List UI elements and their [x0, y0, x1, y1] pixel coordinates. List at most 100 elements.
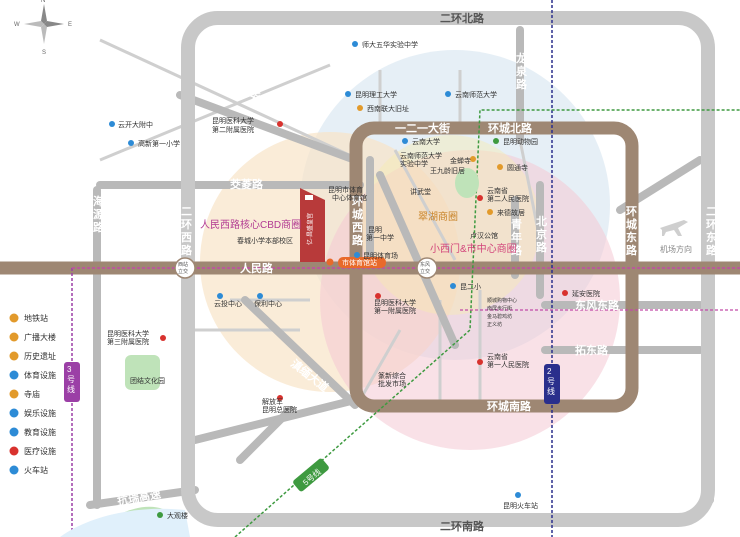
svg-text:路: 路	[706, 243, 718, 257]
svg-text:昆明理工大学: 昆明理工大学	[355, 90, 397, 99]
svg-text:批发市场: 批发市场	[378, 379, 406, 388]
svg-text:金蝉寺: 金蝉寺	[450, 156, 471, 165]
svg-text:昆明医科大学: 昆明医科大学	[212, 116, 254, 125]
svg-text:保利中心: 保利中心	[254, 299, 282, 308]
svg-text:金马碧鸡坊: 金马碧鸡坊	[487, 313, 512, 320]
legend-label: 历史遗址	[24, 351, 56, 361]
historic-site-icon	[9, 351, 19, 361]
svg-text:第三附属医院: 第三附属医院	[107, 337, 149, 346]
cbd-district-label: 人民西路核心CBD商圈	[200, 218, 301, 231]
cuihu-district-label: 翠湖商圈	[418, 210, 458, 223]
legend-item: 地铁站	[9, 313, 48, 323]
svg-text:王九龄旧居: 王九龄旧居	[430, 166, 465, 175]
svg-text:西: 西	[181, 231, 192, 244]
svg-text:W: W	[14, 22, 20, 28]
svg-text:市体育馆站: 市体育馆站	[342, 258, 377, 267]
svg-text:昆明体育场: 昆明体育场	[363, 251, 398, 260]
svg-text:第一附属医院: 第一附属医院	[374, 306, 416, 315]
svg-text:云南师范大学: 云南师范大学	[400, 151, 442, 160]
metro-station-tag	[338, 257, 386, 268]
svg-text:路: 路	[352, 233, 364, 247]
svg-text:昆明医科大学: 昆明医科大学	[107, 329, 149, 338]
legend-label: 火车站	[24, 465, 48, 475]
entertainment-icon	[9, 408, 19, 418]
kunluo-highway	[86, 486, 199, 509]
dianmian-road	[241, 296, 359, 409]
metro-line-5	[234, 109, 740, 537]
svg-text:S: S	[42, 50, 46, 56]
svg-text:昆明医科大学: 昆明医科大学	[374, 298, 416, 307]
svg-text:第一人民医院: 第一人民医院	[487, 360, 529, 369]
svg-text:西站: 西站	[178, 261, 188, 268]
svg-text:号: 号	[547, 377, 555, 386]
dianmian-road-2	[236, 406, 294, 464]
svg-text:立交: 立交	[178, 268, 188, 275]
label-yierer: 一二一大街	[395, 121, 450, 135]
svg-text:云开大附中: 云开大附中	[118, 120, 153, 129]
svg-text:东: 东	[626, 230, 637, 244]
label-ring-west-1: 环	[352, 195, 363, 208]
svg-text:E: E	[68, 22, 72, 28]
svg-text:亿·昌盛皇宫: 亿·昌盛皇宫	[306, 213, 314, 245]
education-icon	[9, 427, 19, 437]
tuanjie-park	[125, 355, 160, 390]
svg-text:年: 年	[511, 230, 522, 244]
label-dongfeng-east: 东风东路	[575, 298, 620, 312]
svg-text:讲武堂: 讲武堂	[410, 187, 431, 196]
label-airport-dir: 机场方向	[660, 244, 692, 254]
svg-text:源: 源	[93, 207, 104, 221]
svg-text:师大五华实验中学: 师大五华实验中学	[362, 40, 418, 49]
svg-text:路: 路	[181, 243, 193, 257]
label-haiyuan-1: 海	[93, 194, 104, 208]
xxm-district-label: 小西门&市中心商圈	[430, 242, 517, 255]
svg-text:3: 3	[67, 365, 72, 374]
svg-text:顺城购物中心: 顺城购物中心	[487, 297, 517, 304]
label-renmin: 人民路	[240, 261, 274, 275]
legend-label: 寺庙	[24, 389, 40, 399]
svg-text:第二人民医院: 第二人民医院	[487, 194, 529, 203]
svg-text:东: 东	[706, 230, 717, 244]
svg-text:解放军: 解放军	[262, 397, 283, 406]
label-tuodong: 拓东路	[575, 343, 609, 357]
line5-badge	[293, 458, 329, 492]
airplane-icon	[660, 220, 688, 236]
label-ring-north: 环城北路	[488, 121, 533, 135]
svg-text:西: 西	[352, 221, 363, 234]
svg-text:大观楼: 大观楼	[167, 511, 188, 520]
legend-item: 医疗设施	[9, 446, 56, 456]
legend-item: 广播大楼	[9, 332, 56, 342]
svg-text:云南省: 云南省	[487, 186, 508, 195]
svg-text:立交: 立交	[420, 268, 430, 275]
svg-text:路: 路	[536, 240, 548, 254]
svg-text:云南师范大学: 云南师范大学	[455, 90, 497, 99]
compass-icon: N W E S	[14, 0, 72, 56]
svg-text:城: 城	[626, 217, 637, 231]
legend-label: 体育设施	[24, 370, 56, 380]
svg-text:圆通寺: 圆通寺	[507, 163, 528, 172]
svg-text:云南省: 云南省	[487, 352, 508, 361]
svg-text:环: 环	[181, 218, 192, 231]
svg-text:线: 线	[67, 384, 75, 394]
label-ring-south: 环城南路	[487, 399, 532, 413]
label-longquan-1: 龙	[515, 51, 527, 65]
legend-label: 教育设施	[24, 427, 56, 437]
legend-label: 娱乐设施	[24, 408, 56, 418]
svg-text:路: 路	[93, 220, 105, 234]
metro-station-dot	[326, 258, 334, 266]
svg-text:路: 路	[511, 243, 523, 257]
svg-text:云南大学: 云南大学	[412, 137, 440, 146]
svg-text:第二附属医院: 第二附属医院	[212, 125, 254, 134]
svg-text:昆明总医院: 昆明总医院	[262, 405, 297, 414]
project-building	[300, 188, 325, 262]
cuihu-lake	[455, 168, 479, 198]
svg-text:南屏步行街: 南屏步行街	[487, 305, 512, 312]
svg-text:云投中心: 云投中心	[214, 299, 242, 308]
temple-icon	[9, 389, 19, 399]
line3-badge	[64, 362, 80, 402]
legend-item: 火车站	[9, 465, 48, 475]
svg-text:线: 线	[547, 386, 555, 396]
legend-label: 地铁站	[24, 313, 48, 323]
train-station-icon	[9, 465, 19, 475]
legend-label: 广播大楼	[24, 332, 56, 342]
